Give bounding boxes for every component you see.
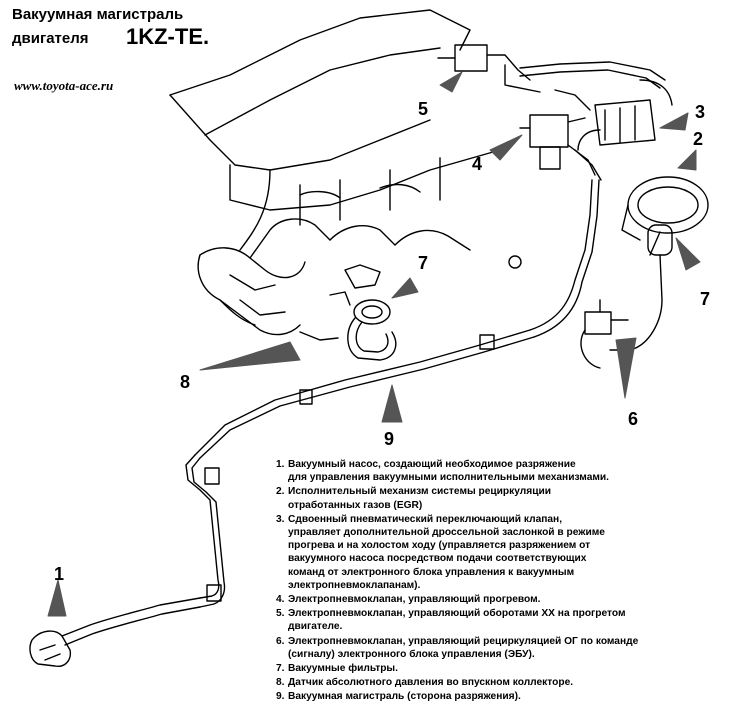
site-url: www.toyota-ace.ru	[14, 78, 114, 93]
legend-number: 9.	[276, 691, 285, 703]
title-line-2: двигателя	[12, 30, 89, 47]
legend-item: 3.Сдвоенный пневматический переключающий…	[276, 513, 731, 592]
legend-item: 8.Датчик абсолютного давления во впускно…	[276, 676, 731, 689]
legend-number: 4.	[276, 594, 285, 606]
egr-actuator	[609, 176, 709, 351]
legend-item: 7.Вакуумные фильтры.	[276, 662, 731, 675]
arrow-1	[47, 579, 67, 617]
map-sensor-and-filter	[299, 264, 397, 361]
callout-arrows	[47, 71, 701, 617]
title-line-1: Вакуумная магистраль	[12, 6, 184, 23]
component-legend: 1.Вакуумный насос, создающий необходимое…	[276, 458, 731, 705]
legend-item: 9.Вакуумная магистраль (сторона разряжен…	[276, 690, 731, 703]
callout-7-right: 7	[700, 289, 711, 309]
callout-4: 4	[472, 154, 483, 174]
legend-number: 6.	[276, 635, 285, 647]
callout-5: 5	[418, 99, 429, 119]
callout-1: 1	[54, 564, 65, 584]
legend-text: Электропневмоклапан, управляющий оборота…	[288, 608, 626, 633]
legend-text: Сдвоенный пневматический переключающий к…	[288, 513, 605, 591]
legend-number: 2.	[276, 486, 285, 498]
legend-text: Электропневмоклапан, управляющий рецирку…	[288, 635, 639, 660]
vacuum-pump	[29, 597, 201, 667]
upper-vacuum-hoses	[519, 61, 666, 181]
callout-3: 3	[695, 102, 706, 122]
legend-text: Вакуумный насос, создающий необходимое р…	[288, 459, 609, 484]
legend-number: 1.	[276, 459, 285, 470]
arrow-3	[659, 112, 689, 131]
arrow-6	[615, 337, 637, 399]
legend-number: 5.	[276, 608, 285, 620]
legend-item: 6.Электропневмоклапан, управляющий рецир…	[276, 635, 731, 661]
engine-block-outline	[169, 9, 501, 251]
legend-item: 4.Электропневмоклапан, управляющий прогр…	[276, 593, 731, 606]
intake-manifold	[197, 183, 471, 336]
legend-text: Исполнительный механизм системы рециркул…	[288, 486, 551, 511]
legend-number: 7.	[276, 663, 285, 675]
engine-code: 1KZ-TE.	[126, 24, 210, 49]
arrow-7-left	[391, 277, 419, 299]
legend-item: 1.Вакуумный насос, создающий необходимое…	[276, 458, 731, 484]
arrow-4	[489, 134, 523, 161]
legend-number: 3.	[276, 513, 285, 525]
arrow-7-right	[675, 237, 701, 271]
legend-number: 8.	[276, 677, 285, 689]
vsv-warmup	[519, 114, 586, 170]
callout-2: 2	[693, 129, 704, 149]
legend-item: 2.Исполнительный механизм системы рецирк…	[276, 485, 731, 511]
legend-item: 5.Электропневмоклапан, управляющий оборо…	[276, 607, 731, 633]
twin-switching-valve	[577, 79, 673, 151]
arrow-5	[439, 71, 463, 93]
legend-text: Датчик абсолютного давления во впускном …	[288, 677, 574, 689]
callout-9: 9	[384, 429, 395, 449]
callout-6: 6	[628, 409, 639, 429]
callout-8: 8	[180, 372, 191, 392]
arrow-9	[381, 384, 403, 423]
arrow-2	[677, 149, 697, 171]
callout-7-left: 7	[418, 253, 429, 273]
legend-text: Вакуумная магистраль (сторона разряжения…	[288, 691, 521, 703]
legend-text: Электропневмоклапан, управляющий прогрев…	[288, 594, 541, 606]
vsv-egr	[580, 299, 629, 369]
arrow-8	[199, 341, 301, 371]
main-vacuum-line	[185, 179, 600, 608]
legend-text: Вакуумные фильтры.	[288, 663, 398, 675]
